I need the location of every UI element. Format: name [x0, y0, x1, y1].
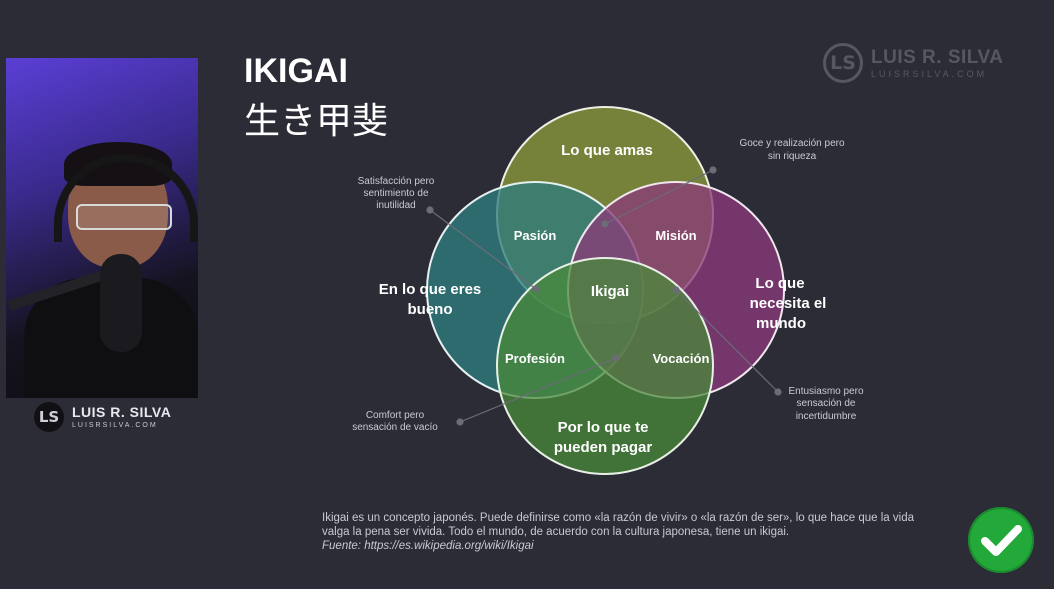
- brand-name: LUIS R. SILVA: [871, 46, 1004, 68]
- label-good-line2: bueno: [408, 301, 453, 318]
- leader-dot: [426, 206, 434, 214]
- label-world-line1: Lo que: [755, 275, 804, 292]
- label-world-line2: necesita el: [750, 295, 827, 312]
- label-world-line3: mundo: [756, 315, 806, 332]
- microphone-icon: [100, 254, 142, 352]
- annotation-excitement-2: sensación de: [797, 398, 856, 409]
- label-profession: Profesión: [505, 351, 565, 366]
- leader-dot: [601, 220, 609, 228]
- brand-url: LUISRSILVA.COM: [72, 422, 158, 429]
- label-ikigai: Ikigai: [591, 283, 629, 300]
- caption-line-2: valga la pena ser vivida. Todo el mundo,…: [322, 526, 790, 538]
- leader-dot: [532, 285, 540, 293]
- brand-name: LUIS R. SILVA: [72, 404, 172, 420]
- leader-line-satisfaction: [429, 209, 537, 290]
- leader-line-comfort: [459, 357, 617, 423]
- caption: Ikigai es un concepto japonés. Puede def…: [322, 511, 942, 553]
- glasses: [76, 204, 172, 230]
- caption-source: Fuente: https://es.wikipedia.org/wiki/Ik…: [322, 540, 534, 552]
- annotation-satisfaction-3: inutilidad: [376, 200, 415, 211]
- annotation-satisfaction-2: sentimiento de: [363, 188, 428, 199]
- annotation-satisfaction-1: Satisfacción pero: [358, 176, 435, 187]
- leader-dot: [774, 388, 782, 396]
- label-good-line1: En lo que eres: [379, 281, 482, 298]
- annotation-comfort-1: Comfort pero: [366, 410, 425, 421]
- label-passion: Pasión: [514, 228, 557, 243]
- brand-monogram-icon: LS: [823, 43, 863, 83]
- leader-dot: [709, 166, 717, 174]
- label-mission: Misión: [655, 228, 696, 243]
- annotation-comfort-2: sensación de vacío: [352, 422, 438, 433]
- slide-title-japanese: 生き甲斐: [244, 101, 389, 142]
- slide-title: IKIGAI: [244, 52, 348, 90]
- caption-line-1: Ikigai es un concepto japonés. Puede def…: [322, 512, 914, 524]
- label-paid-line1: Por lo que te: [558, 419, 649, 436]
- brand-logo-watermark: LS LUIS R. SILVA LUISRSILVA.COM: [823, 43, 1003, 83]
- label-vocation: Vocación: [653, 351, 710, 366]
- annotation-excitement-1: Entusiasmo pero: [788, 386, 863, 397]
- brand-url: LUISRSILVA.COM: [871, 68, 988, 79]
- annotation-delight-2: sin riqueza: [768, 151, 817, 162]
- brand-logo-small: LS LUIS R. SILVA LUISRSILVA.COM: [34, 402, 171, 432]
- label-love: Lo que amas: [561, 142, 653, 159]
- circle-paid: [496, 257, 714, 475]
- annotation-delight-1: Goce y realización pero: [739, 138, 844, 149]
- brand-monogram-icon: LS: [34, 402, 64, 432]
- leader-dot: [456, 418, 464, 426]
- checkmark-button[interactable]: [968, 507, 1034, 573]
- checkmark-icon: [981, 525, 1022, 556]
- leader-line-excitement: [675, 289, 779, 393]
- label-paid-line2: pueden pagar: [554, 439, 653, 456]
- leader-line-delight: [604, 169, 714, 225]
- annotation-excitement-3: incertidumbre: [796, 411, 857, 422]
- leader-dot: [672, 286, 680, 294]
- webcam-feed: [6, 58, 198, 398]
- leader-dot: [612, 354, 620, 362]
